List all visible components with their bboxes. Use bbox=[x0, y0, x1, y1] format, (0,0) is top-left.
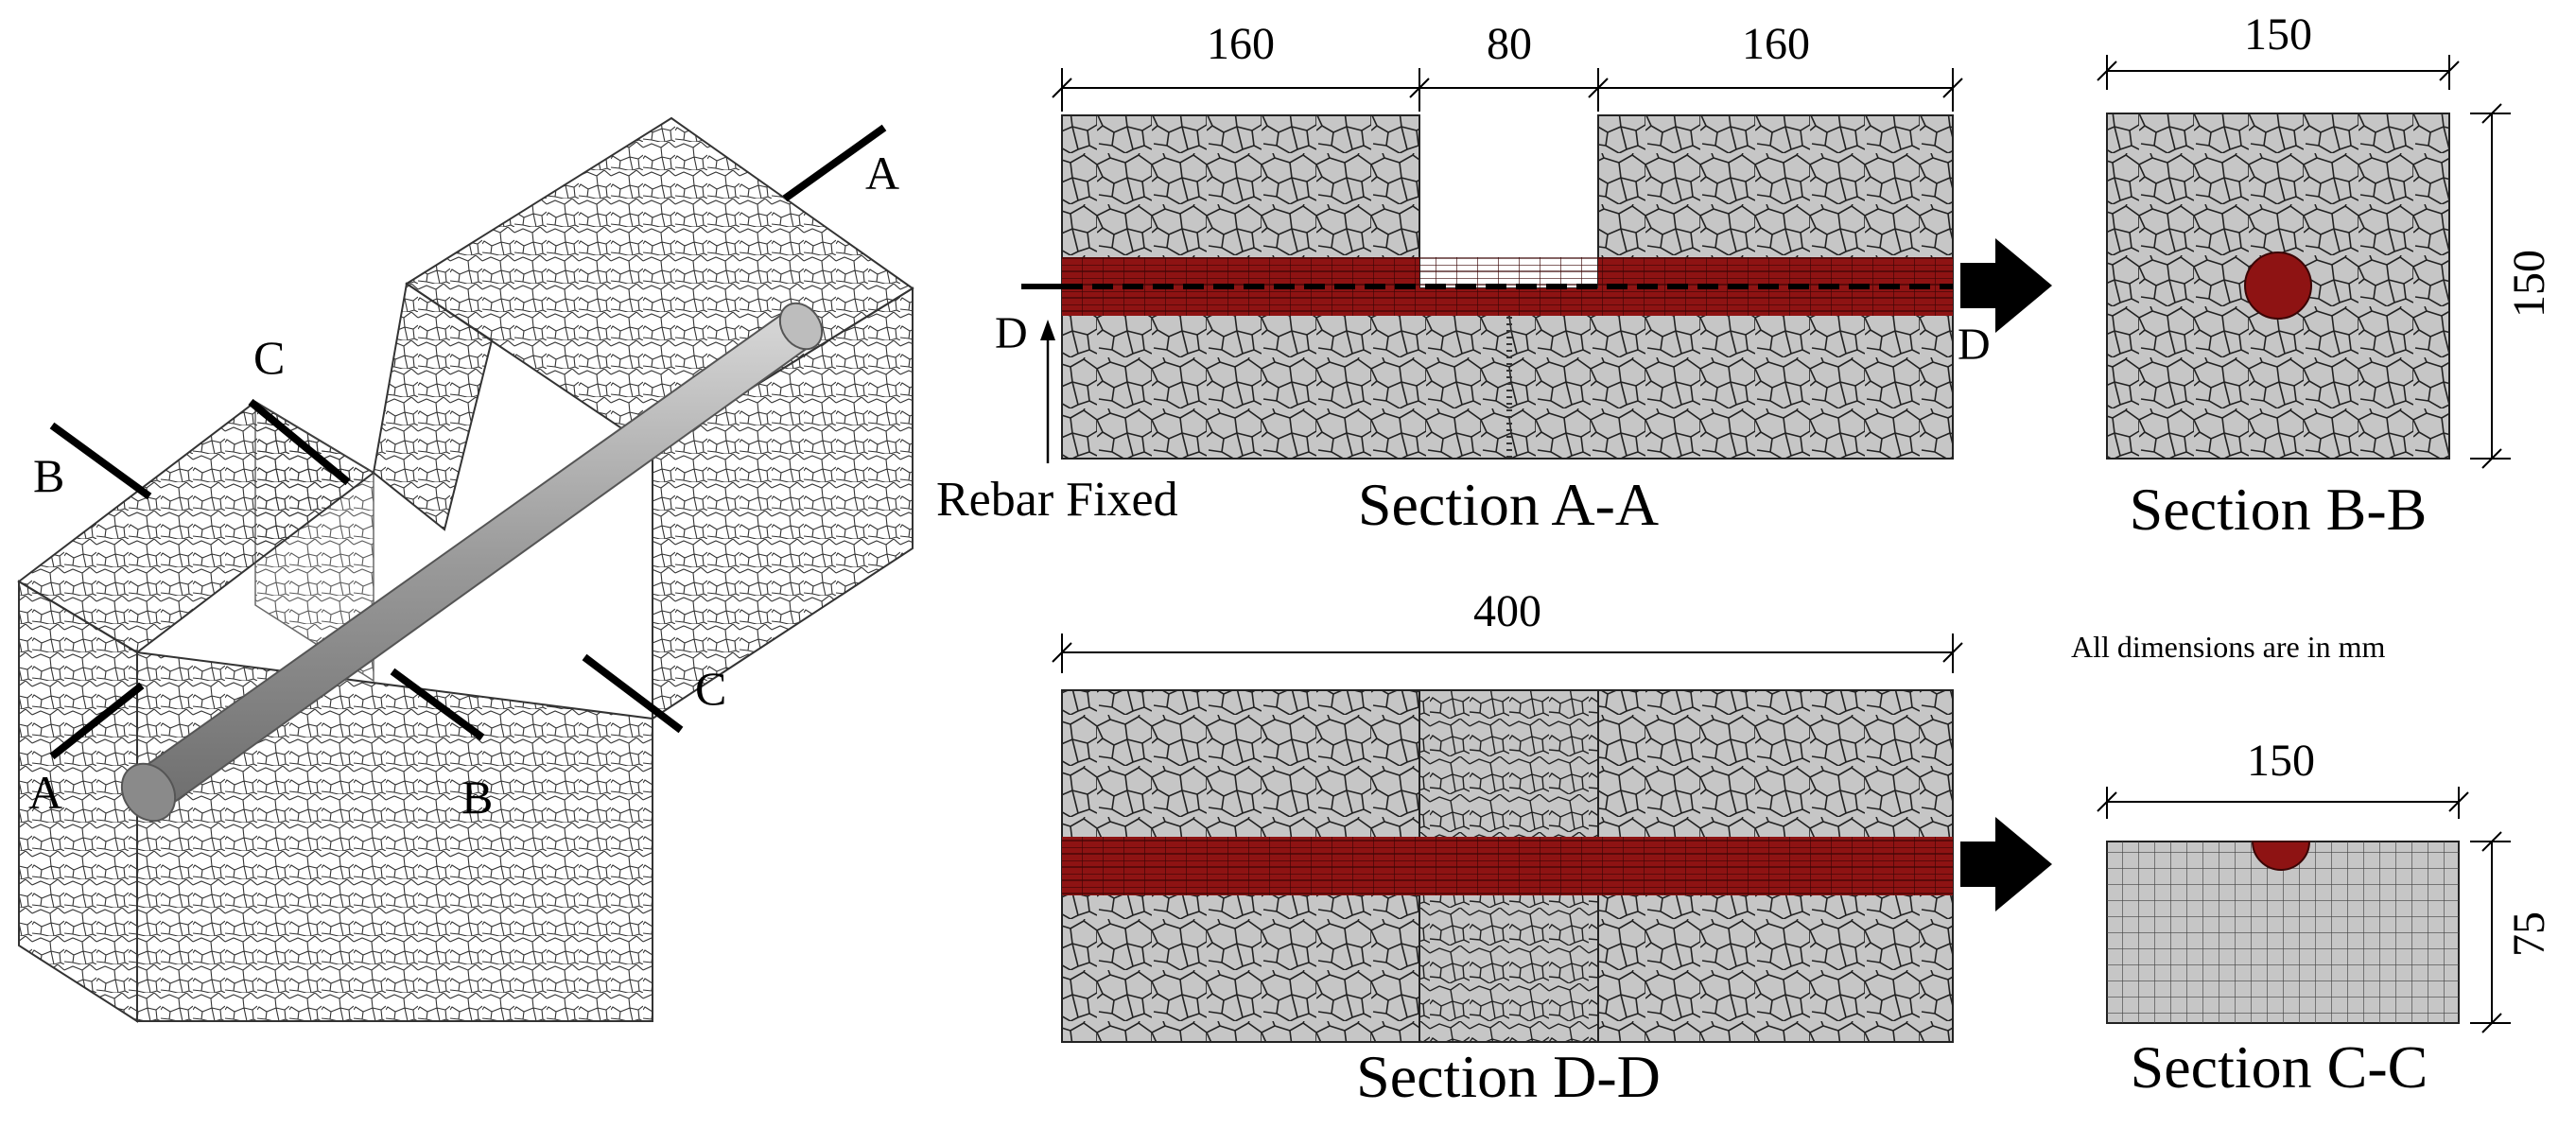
section-cc: 150 75 Section C-C bbox=[2097, 736, 2554, 1101]
label-c-right: C bbox=[695, 662, 726, 715]
aa-dim-middle: 80 bbox=[1487, 19, 1532, 69]
cc-dimension-vertical bbox=[2470, 831, 2511, 1033]
cut-line-c-bottom bbox=[582, 653, 684, 734]
label-a-bottom: A bbox=[28, 766, 62, 819]
iso-side-face-right bbox=[652, 286, 914, 720]
cc-rebar-half bbox=[2251, 841, 2311, 871]
section-cc-title: Section C-C bbox=[2131, 1033, 2428, 1101]
aa-dimension-line bbox=[1052, 68, 1963, 112]
section-dd: 400 Section D-D bbox=[1052, 586, 2052, 1110]
fixed-arrowhead bbox=[1040, 320, 1055, 340]
iso-front-face bbox=[136, 651, 653, 1022]
iso-notch-wall bbox=[254, 400, 374, 683]
bb-dim-width: 150 bbox=[2244, 9, 2312, 60]
bb-rebar bbox=[2244, 252, 2312, 320]
section-aa: 160 80 160 D D Rebar Fixed Section A-A bbox=[936, 19, 2052, 538]
dd-dimension-line bbox=[1052, 633, 1963, 673]
aa-dim-right: 160 bbox=[1742, 19, 1810, 69]
cut-line-b-top bbox=[49, 422, 152, 500]
iso-notch-face bbox=[372, 282, 494, 531]
label-b-bottom: B bbox=[461, 771, 493, 824]
section-dd-title: Section D-D bbox=[1356, 1043, 1661, 1110]
section-bb-title: Section B-B bbox=[2130, 476, 2428, 543]
cut-line-c-top bbox=[248, 398, 351, 486]
label-c-top: C bbox=[253, 331, 285, 384]
cut-line-a-top bbox=[782, 124, 887, 202]
section-bb: 150 150 Section B-B bbox=[2097, 9, 2554, 543]
aa-dim-left: 160 bbox=[1207, 19, 1275, 69]
aa-concrete-mesh bbox=[1062, 115, 1953, 459]
cc-dimension-line bbox=[2097, 787, 2469, 819]
cc-dim-height: 75 bbox=[2504, 911, 2554, 957]
units-note: All dimensions are in mm bbox=[2071, 630, 2386, 664]
isometric-mesh-view: A A B B C C bbox=[17, 116, 914, 1023]
rebar-fixed-label: Rebar Fixed bbox=[936, 473, 1178, 527]
bb-dimension-line bbox=[2097, 55, 2460, 90]
cut-line-b-bottom bbox=[390, 668, 485, 741]
dd-to-cc-arrow bbox=[1960, 817, 2052, 911]
iso-rebar bbox=[120, 302, 824, 823]
bb-dim-height: 150 bbox=[2504, 250, 2554, 318]
aa-to-bb-arrow bbox=[1960, 238, 2052, 333]
bb-dimension-vertical bbox=[2470, 103, 2511, 469]
label-a-top: A bbox=[865, 147, 899, 200]
dd-dim-length: 400 bbox=[1473, 586, 1541, 636]
aa-cut-label-right: D bbox=[1958, 320, 1991, 370]
dd-rebar-mesh bbox=[1062, 837, 1953, 895]
cut-line-a-bottom bbox=[49, 682, 145, 760]
aa-cut-label-left: D bbox=[995, 308, 1028, 358]
cc-dim-width: 150 bbox=[2247, 736, 2315, 786]
section-aa-title: Section A-A bbox=[1358, 471, 1659, 538]
label-b-left: B bbox=[33, 449, 64, 502]
cc-concrete-mesh bbox=[2107, 842, 2459, 1023]
